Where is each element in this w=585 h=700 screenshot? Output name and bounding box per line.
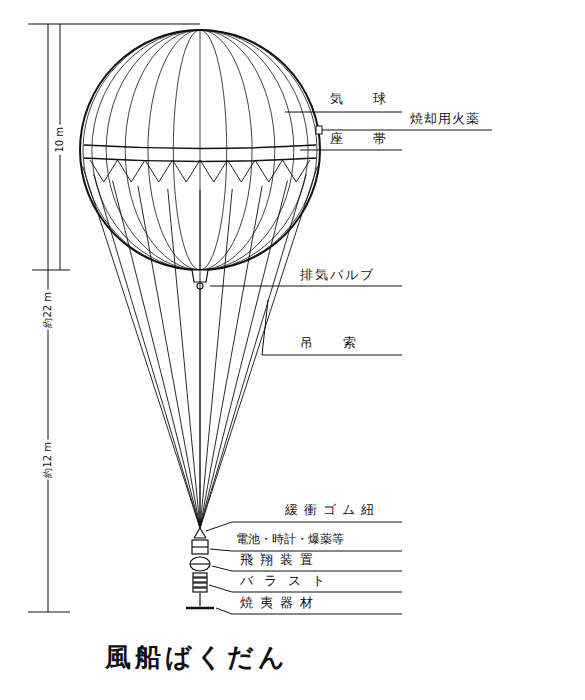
part-label: 気球 bbox=[330, 92, 416, 107]
ring-spoke bbox=[190, 563, 210, 564]
dimension-label: 約22 m bbox=[42, 290, 54, 330]
ballast-stack bbox=[193, 573, 207, 592]
part-label: バラスト bbox=[240, 574, 336, 589]
part-label: 座帯 bbox=[330, 132, 416, 147]
dimension-label: 10 m bbox=[54, 125, 66, 155]
box-divider bbox=[192, 546, 208, 547]
shroud-lines bbox=[83, 166, 318, 528]
part-label: 飛翔装置 bbox=[240, 553, 320, 568]
part-label: 焼夷器材 bbox=[240, 596, 320, 611]
caption: 風船ばくだん bbox=[105, 643, 289, 673]
part-label: 緩衝ゴム紐 bbox=[285, 503, 380, 518]
part-label: 焼却用火薬 bbox=[410, 112, 480, 127]
battery-clock-box bbox=[192, 540, 208, 554]
dimension-label: 約12 m bbox=[42, 440, 54, 480]
part-label: 電池・時計・爆薬等 bbox=[236, 533, 344, 547]
incendiary-bar bbox=[186, 607, 214, 610]
part-label: 吊索 bbox=[300, 336, 386, 351]
valve-line bbox=[200, 289, 201, 528]
bomb-stem bbox=[199, 593, 200, 606]
band-rigging bbox=[90, 160, 310, 182]
part-label: 排気バルブ bbox=[300, 268, 375, 283]
flight-ring bbox=[190, 557, 210, 571]
rubber-cord bbox=[194, 528, 206, 538]
load-band bbox=[84, 145, 316, 162]
dimension-line bbox=[28, 24, 200, 612]
leader-lines bbox=[206, 112, 492, 614]
